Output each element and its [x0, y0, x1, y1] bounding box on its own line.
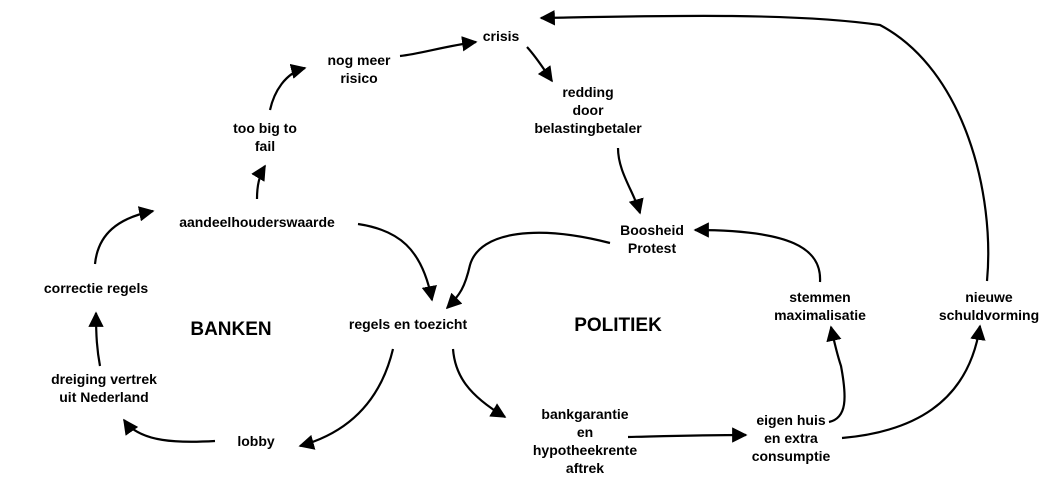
arrow-dreiging-vertrek-to-correctie-regels	[88, 311, 104, 367]
node-nog-meer-risico: nog meer risico	[327, 52, 391, 86]
arrow-boosheid-protest-to-regels-en-toezicht	[445, 231, 611, 310]
arrow-aandeelhouderswaarde-to-regels-en-toezicht	[357, 222, 437, 302]
node-crisis: crisis	[482, 28, 520, 44]
node-lobby: lobby	[237, 433, 275, 449]
arrow-regels-en-toezicht-to-lobby	[298, 348, 395, 450]
arrow-lobby-to-dreiging-vertrek	[123, 418, 216, 443]
region-politiek: POLITIEK	[574, 315, 662, 336]
arrow-aandeelhouderswaarde-to-too-big-to-fail	[251, 164, 266, 200]
arrow-redding-to-boosheid-protest	[616, 147, 644, 215]
node-nieuwe-schuldvorming: nieuwe schuldvorming	[938, 289, 1040, 323]
node-eigen-huis: eigen huis en extra consumptie	[751, 412, 831, 464]
node-redding: redding door belastingbetaler	[534, 84, 642, 136]
node-boosheid-protest: Boosheid Protest	[620, 222, 684, 256]
arrow-nieuwe-schuldvorming-to-crisis	[539, 10, 990, 282]
arrow-eigen-huis-to-stemmen-maximalisatie	[826, 325, 846, 424]
node-correctie-regels: correctie regels	[43, 280, 149, 296]
arrow-nog-meer-risico-to-crisis	[399, 36, 478, 58]
region-banken: BANKEN	[190, 319, 272, 340]
arrow-too-big-to-fail-to-nog-meer-risico	[268, 63, 307, 111]
node-bankgarantie: bankgarantie en hypotheekrente aftrek	[532, 406, 638, 476]
node-regels-en-toezicht: regels en toezicht	[348, 316, 468, 332]
node-dreiging-vertrek: dreiging vertrek uit Nederland	[51, 371, 157, 405]
node-aandeelhouderswaarde: aandeelhouderswaarde	[179, 214, 335, 230]
arrow-regels-en-toezicht-to-bankgarantie	[451, 348, 507, 418]
arrow-correctie-regels-to-aandeelhouderswaarde	[93, 206, 155, 265]
arrow-bankgarantie-to-eigen-huis	[627, 427, 748, 443]
arrow-stemmen-maximalisatie-to-boosheid-protest	[693, 222, 822, 283]
node-too-big-to-fail: too big to fail	[233, 120, 297, 154]
node-stemmen-maximalisatie: stemmen maximalisatie	[774, 289, 866, 323]
arrow-crisis-to-redding	[526, 46, 553, 83]
arrow-eigen-huis-to-nieuwe-schuldvorming	[841, 324, 986, 440]
